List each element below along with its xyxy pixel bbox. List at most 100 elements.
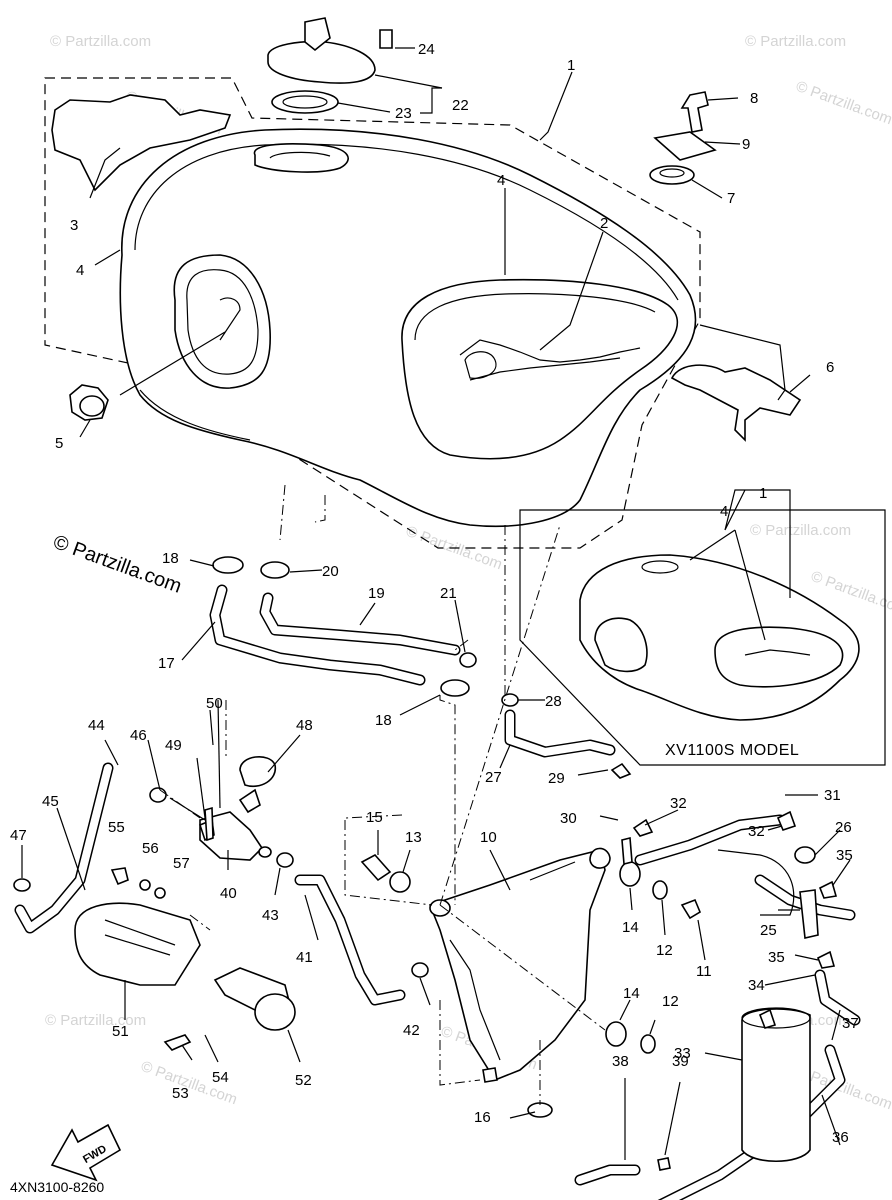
callout-label: 34 <box>748 977 765 994</box>
model-box-label: XV1100S MODEL <box>665 742 799 759</box>
clip <box>818 880 838 899</box>
callout-label: 1 <box>759 485 767 502</box>
callout-label: 46 <box>130 727 147 744</box>
callout-label: 24 <box>418 41 435 58</box>
callout-label: 8 <box>750 90 758 107</box>
callout-label: 51 <box>112 1023 129 1040</box>
tank-group-outline <box>44 77 701 549</box>
callout-label: 32 <box>670 795 687 812</box>
callout-label: 31 <box>824 787 841 804</box>
callout-label: 9 <box>742 136 750 153</box>
bolt <box>680 898 702 920</box>
callout-label: 35 <box>768 949 785 966</box>
assembly-lines <box>159 484 606 1105</box>
bolt <box>204 806 214 842</box>
grommet <box>605 1021 627 1047</box>
bolt <box>110 867 129 886</box>
washer <box>139 879 151 891</box>
watermark: © Partzilla.com <box>750 522 851 539</box>
diagram-code: 4XN3100-8260 <box>10 1179 104 1195</box>
callout-label: 55 <box>108 819 125 836</box>
sub-tank <box>428 847 611 1083</box>
grommet <box>619 861 641 887</box>
clip <box>610 762 632 779</box>
joint <box>799 889 819 939</box>
fuel-cap-assembly <box>267 17 393 114</box>
washer <box>154 887 166 899</box>
callout-label: 47 <box>10 827 27 844</box>
tank-pad <box>51 94 232 192</box>
callout-label: 14 <box>623 985 640 1002</box>
callout-label: 40 <box>220 885 237 902</box>
callout-label: 2 <box>600 215 608 232</box>
callout-label: 37 <box>842 1015 859 1032</box>
callout-label: 32 <box>748 823 765 840</box>
callout-label: 39 <box>672 1053 689 1070</box>
collar <box>360 853 392 882</box>
leader-lines <box>21 47 851 1160</box>
grommet <box>649 165 695 185</box>
watermark: © Partzilla.com <box>794 78 892 129</box>
callout-label: 4 <box>720 503 728 520</box>
callout-label: 10 <box>480 829 497 846</box>
callout-label: 30 <box>560 810 577 827</box>
callout-label: 20 <box>322 563 339 580</box>
washer <box>652 880 668 900</box>
callout-label: 12 <box>662 993 679 1010</box>
callout-label: 49 <box>165 737 182 754</box>
fuel-filter <box>199 756 276 861</box>
bracket-strap <box>717 849 795 916</box>
callout-label: 13 <box>405 829 422 846</box>
watermark: © Partzilla.com <box>745 33 846 50</box>
callout-label: 44 <box>88 717 105 734</box>
callout-label: 19 <box>368 585 385 602</box>
canister <box>741 1007 811 1163</box>
callout-label: 29 <box>548 770 565 787</box>
callout-label: 28 <box>545 693 562 710</box>
callout-labels: 1 2 3 4 4 5 6 7 8 9 22 23 24 18 20 19 21… <box>10 41 859 1146</box>
callout-label: 42 <box>403 1022 420 1039</box>
watermark: © Partzilla.com <box>50 33 151 50</box>
callout-label: 36 <box>832 1129 849 1146</box>
callout-label: 50 <box>206 695 223 712</box>
callout-label: 17 <box>158 655 175 672</box>
xv1100s-model-box <box>519 509 886 766</box>
washer <box>640 1034 656 1054</box>
callout-label: 43 <box>262 907 279 924</box>
callout-label: 23 <box>395 105 412 122</box>
callout-label: 18 <box>162 550 179 567</box>
callout-label: 56 <box>142 840 159 857</box>
callout-label: 35 <box>836 847 853 864</box>
callout-label: 25 <box>760 922 777 939</box>
grommet <box>389 871 411 893</box>
callout-label: 4 <box>76 262 84 279</box>
callout-label: 14 <box>622 919 639 936</box>
callout-label: 7 <box>727 190 735 207</box>
callout-label: 12 <box>656 942 673 959</box>
fwd-arrow: FWD <box>50 1123 122 1182</box>
callout-label: 41 <box>296 949 313 966</box>
callout-label: 21 <box>440 585 457 602</box>
callout-label: 22 <box>452 97 469 114</box>
callout-label: 16 <box>474 1109 491 1126</box>
callout-label: 54 <box>212 1069 229 1086</box>
callout-label: 38 <box>612 1053 629 1070</box>
callout-label: 15 <box>366 809 383 826</box>
callout-label: 48 <box>296 717 313 734</box>
xv1100s-tank <box>579 554 860 721</box>
bolt <box>680 91 709 133</box>
clamps <box>13 556 816 978</box>
callout-label: 3 <box>70 217 78 234</box>
tank-bracket <box>670 364 802 442</box>
callout-label: 18 <box>375 712 392 729</box>
callout-label: 27 <box>485 769 502 786</box>
callout-label: 11 <box>696 963 712 980</box>
callout-label: 1 <box>567 57 575 74</box>
charcoal-canister <box>74 902 296 1051</box>
watermark: © Partzilla.com <box>45 1012 146 1029</box>
callout-label: 33 <box>674 1045 691 1062</box>
washer <box>653 131 717 161</box>
clip <box>816 950 836 969</box>
clip <box>657 1157 671 1171</box>
